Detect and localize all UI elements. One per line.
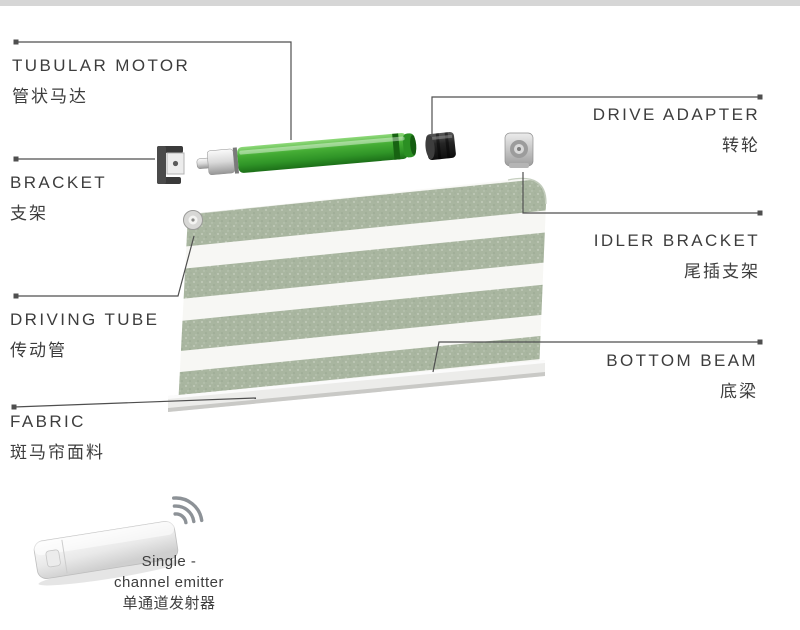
label-emitter: Single - channel emitter 单通道发射器 [103,551,235,614]
label-idler-bracket-en: IDLER BRACKET [593,231,760,250]
fabric-stripes [178,178,547,397]
label-driving-tube: DRIVING TUBE 传动管 [10,310,159,361]
label-idler-bracket: IDLER BRACKET 尾插支架 [594,231,760,282]
label-fabric: FABRIC 斑马帘面料 [10,412,105,463]
bracket-part [157,146,185,184]
label-drive-adapter: DRIVE ADAPTER 转轮 [593,105,760,156]
label-bracket-en: BRACKET [10,173,108,192]
label-fabric-en: FABRIC [10,412,86,431]
label-emitter-zh: 单通道发射器 [122,595,216,612]
label-tubular-motor-zh: 管状马达 [12,87,88,106]
wireless-signal-icon [172,496,204,525]
label-bracket: BRACKET 支架 [10,173,107,224]
remote-emitter-part [33,496,204,586]
leader-tubular-motor [16,41,292,140]
label-driving-tube-en: DRIVING TUBE [10,310,160,329]
leader-fabric [13,397,257,408]
label-fabric-zh: 斑马帘面料 [10,443,105,462]
driving-tube-part [183,210,203,230]
label-emitter-line2: channel emitter [113,574,225,591]
label-tubular-motor-en: TUBULAR MOTOR [12,56,191,75]
label-bracket-zh: 支架 [10,204,48,223]
label-bottom-beam-en: BOTTOM BEAM [606,351,758,370]
top-border-strip [0,0,800,6]
leader-end-squares [11,39,763,410]
label-idler-bracket-zh: 尾插支架 [684,262,760,281]
tubular-motor-part [196,133,417,175]
zebra-fabric-panel [178,177,547,408]
label-bottom-beam: BOTTOM BEAM 底梁 [606,351,758,402]
idler-bracket-part [504,132,534,168]
bottom-beam-part [168,360,545,412]
label-driving-tube-zh: 传动管 [10,341,67,360]
leader-lines [13,41,760,408]
leader-idler-bracket [522,172,760,214]
leader-drive-adapter [431,96,760,134]
label-emitter-line1: Single - [141,553,197,570]
label-drive-adapter-en: DRIVE ADAPTER [592,105,760,124]
label-tubular-motor: TUBULAR MOTOR 管状马达 [12,56,190,107]
label-bottom-beam-zh: 底梁 [720,382,758,401]
leader-bottom-beam [432,341,760,373]
label-drive-adapter-zh: 转轮 [722,136,760,155]
drive-adapter-part [425,132,456,160]
leader-driving-tube [16,235,195,297]
